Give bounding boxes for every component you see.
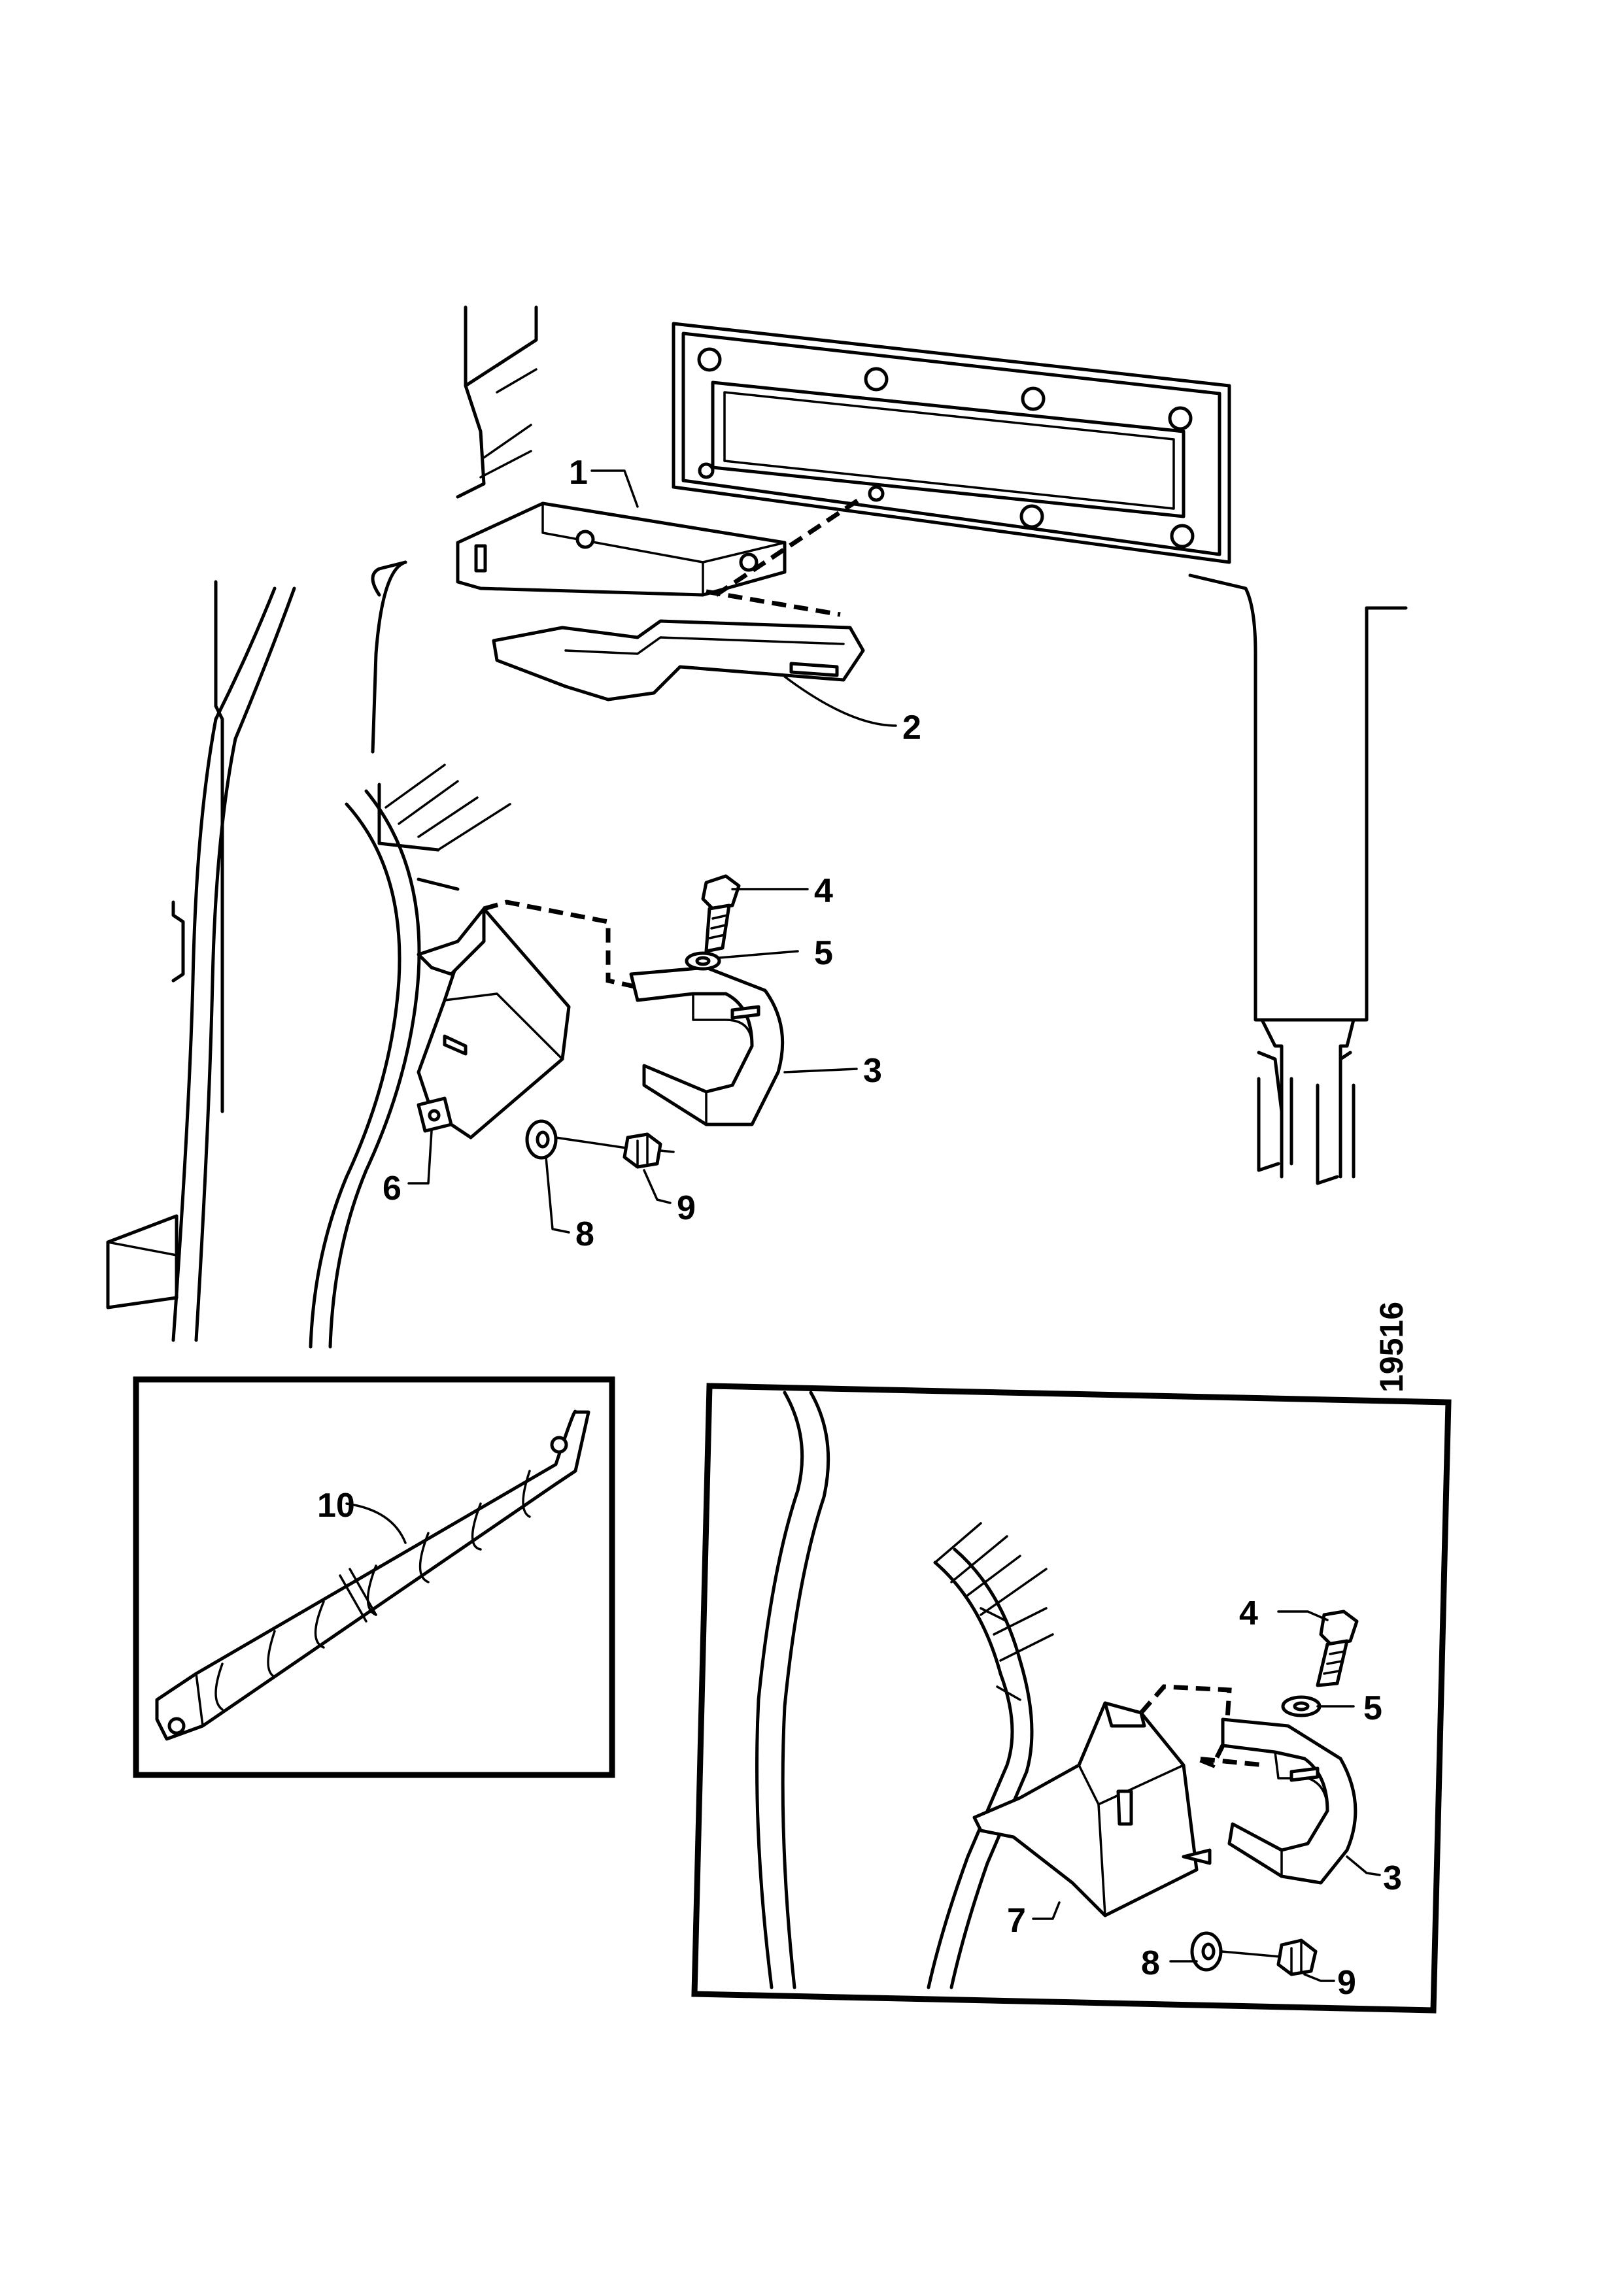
figure-number: 19516 (1373, 1302, 1410, 1393)
bracket-7-dash (1139, 1684, 1266, 1768)
main-leaders (407, 469, 897, 1234)
bracket-7 (972, 1701, 1212, 1917)
callout-10-leader (345, 1502, 407, 1544)
bracket-1 (456, 501, 787, 597)
mounting-plate (672, 322, 1231, 564)
callout-5: 5 (814, 934, 833, 972)
inset-callout-4: 4 (1239, 1595, 1258, 1632)
strap-10 (155, 1410, 590, 1741)
body-panel-outline (371, 560, 1408, 996)
left-inset-frame (133, 1376, 615, 1778)
right-inset-frame (691, 1383, 1452, 2014)
u-bracket-3 (629, 966, 785, 1126)
nut-9-inset (1276, 1938, 1318, 1976)
plate-2 (492, 619, 865, 701)
washer-8-inset (1190, 1931, 1223, 1972)
bolt-heads (697, 347, 1195, 549)
bolt-4 (701, 874, 741, 953)
right-inset-callouts: 4 5 3 7 8 9 (1007, 1595, 1402, 2002)
inner-body-curve (309, 764, 511, 1349)
plate-2-dash (706, 589, 841, 617)
inset-callout-5: 5 (1363, 1689, 1382, 1727)
callout-6: 6 (383, 1170, 401, 1207)
callout-2: 2 (902, 709, 921, 747)
right-u-channels (1254, 985, 1369, 1185)
bracket-1-leader-dash (715, 495, 864, 597)
callout-4: 4 (814, 872, 833, 910)
nut-9 (623, 1132, 662, 1169)
inset-callout-7: 7 (1007, 1902, 1026, 1940)
callout-8: 8 (575, 1215, 594, 1253)
main-callouts: 1 2 3 4 5 6 8 9 (383, 454, 921, 1253)
inset-callout-8: 8 (1141, 1944, 1160, 1982)
washer-5-hole (695, 956, 711, 966)
right-inset: 4 5 3 7 8 9 (691, 1383, 1452, 2014)
callout-9: 9 (677, 1189, 696, 1227)
pillar-upper (371, 305, 538, 597)
nut-9-tail (659, 1149, 675, 1153)
inset-callout-3: 3 (1383, 1859, 1402, 1897)
callout-1: 1 (569, 454, 588, 492)
washer-8 (525, 1119, 558, 1160)
bracket-6 (417, 907, 571, 1140)
left-inset: 10 (133, 1376, 615, 1778)
callout-10: 10 (317, 1487, 355, 1525)
left-frame (106, 580, 296, 1342)
inset-callout-9: 9 (1337, 1964, 1356, 2002)
bolt-4-inset (1316, 1610, 1359, 1687)
right-inset-leaders (1032, 1610, 1381, 1982)
callout-3: 3 (863, 1052, 882, 1090)
main-view: 1 2 3 4 5 6 8 9 (106, 305, 1408, 1349)
u-bracket-3-inset (1221, 1717, 1357, 1885)
